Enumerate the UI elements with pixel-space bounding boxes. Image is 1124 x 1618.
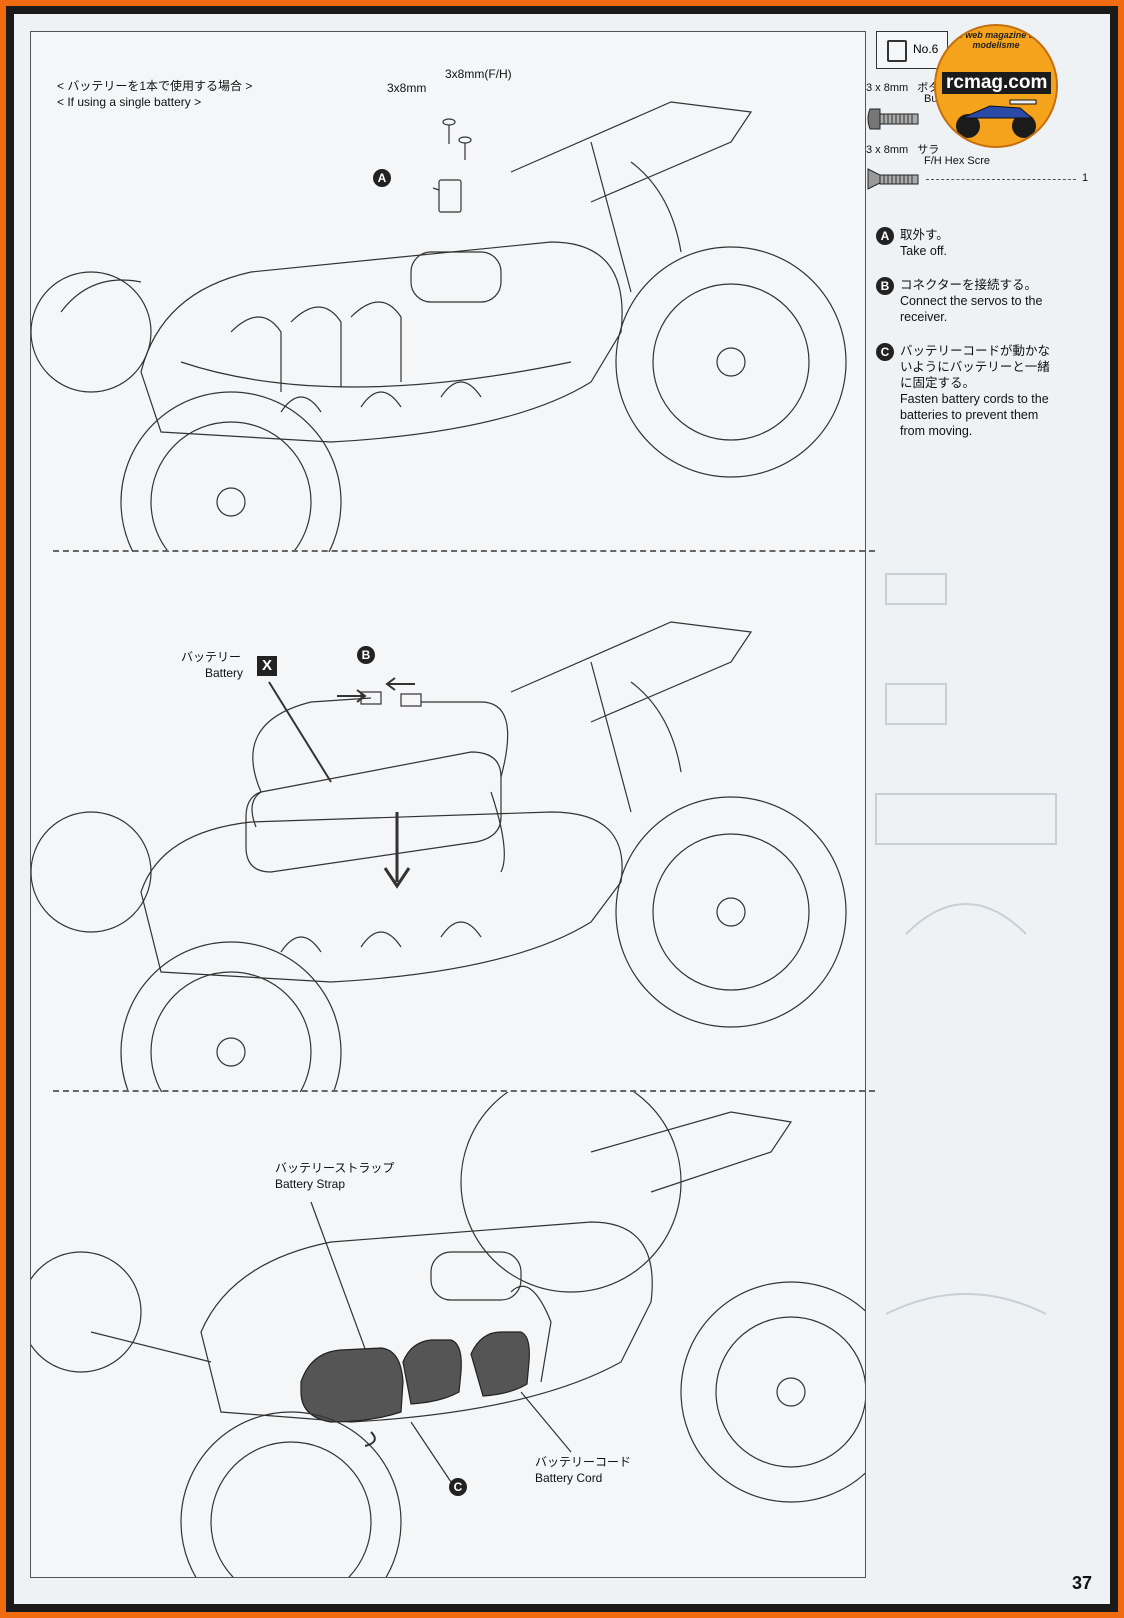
note-letter: B: [876, 277, 894, 295]
flat-head-screw-icon: [867, 168, 919, 190]
note-letter: C: [876, 343, 894, 361]
screw-label-flathead: 3x8mm(F/H): [445, 67, 512, 81]
screw-icon: [442, 118, 456, 144]
single-battery-title-jp: < バッテリーを1本で使用する場合 >: [57, 79, 253, 93]
battery-label-jp: バッテリー: [181, 650, 242, 664]
parts-bag-icon: [887, 40, 907, 62]
screw-size: 3 x 8mm: [866, 144, 909, 156]
note-text-en: Fasten battery cords to the batteries to…: [900, 392, 1049, 438]
rc-buggy-icon: [956, 99, 1037, 138]
note-text-jp: 取外す。: [900, 228, 949, 242]
single-battery-title-en: < If using a single battery >: [57, 95, 202, 109]
callout-a: A: [373, 169, 391, 187]
battery-strap-label-en: Battery Strap: [275, 1177, 346, 1191]
x-mark-icon: X: [257, 656, 277, 676]
screw-name-en: F/H Hex Scre: [924, 155, 991, 167]
button-head-screw-icon: [867, 108, 919, 130]
note-c: C バッテリーコードが動かないようにバッテリーと一緒に固定する。 Fasten …: [876, 343, 1096, 439]
callout-c: C: [449, 1478, 467, 1496]
screw-size: 3 x 8mm: [866, 82, 909, 94]
screw-qty: 1: [1082, 172, 1089, 184]
faded-background-art: [875, 573, 1057, 1315]
step-divider: [53, 1090, 875, 1092]
battery-cord-label-en: Battery Cord: [535, 1471, 603, 1485]
instruction-panel: < バッテリーを1本で使用する場合 > < If using a single …: [30, 31, 875, 1578]
note-text-en: Connect the servos to the receiver.: [900, 294, 1043, 324]
battery-strap-label-jp: バッテリーストラップ: [275, 1161, 395, 1175]
page-number: 37: [1071, 1573, 1092, 1593]
step3-strapped-battery-drawing: [31, 1092, 865, 1577]
screw-row: 3 x 8mm ボタ: [866, 79, 939, 95]
manual-page: < バッテリーを1本で使用する場合 > < If using a single …: [14, 14, 1110, 1604]
note-text-jp: バッテリーコードが動かないようにバッテリーと一緒に固定する。: [900, 344, 1051, 390]
note-text-jp: コネクターを接続する。: [900, 278, 1038, 292]
battery-cord-label-jp: バッテリーコード: [535, 1455, 632, 1469]
note-letter: A: [876, 227, 894, 245]
callout-b: B: [357, 646, 375, 664]
screw-row: 3 x 8mm サラ: [866, 141, 939, 157]
logo-ring-text: Le web magazine du modelisme: [952, 30, 1040, 50]
note-a: A 取外す。 Take off.: [876, 227, 1096, 259]
note-text-en: Take off.: [900, 244, 948, 258]
parts-sidebar: No.6 3 x 8mm ボタ But 3 x 8mm サラ F/H Hex S…: [866, 31, 1106, 491]
battery-label-en: Battery: [205, 666, 244, 680]
logo-name: rcmag.com: [942, 72, 1052, 94]
parts-bag-box: No.6: [876, 31, 948, 69]
qty-leader: [926, 179, 1076, 180]
step2-battery-drawing: [31, 621, 847, 1092]
screw-name-jp: ボタ: [917, 82, 940, 94]
screw-name-jp: サラ: [917, 144, 940, 156]
note-b: B コネクターを接続する。 Connect the servos to the …: [876, 277, 1096, 325]
screw-label-button: 3x8mm: [387, 81, 427, 95]
screw-icon: [458, 136, 472, 160]
step-divider: [53, 550, 875, 552]
rcmag-logo: Le web magazine du modelisme rcmag.com: [934, 24, 1058, 148]
parts-bag-label: No.6: [913, 42, 939, 56]
step1-chassis-drawing: [31, 101, 847, 552]
